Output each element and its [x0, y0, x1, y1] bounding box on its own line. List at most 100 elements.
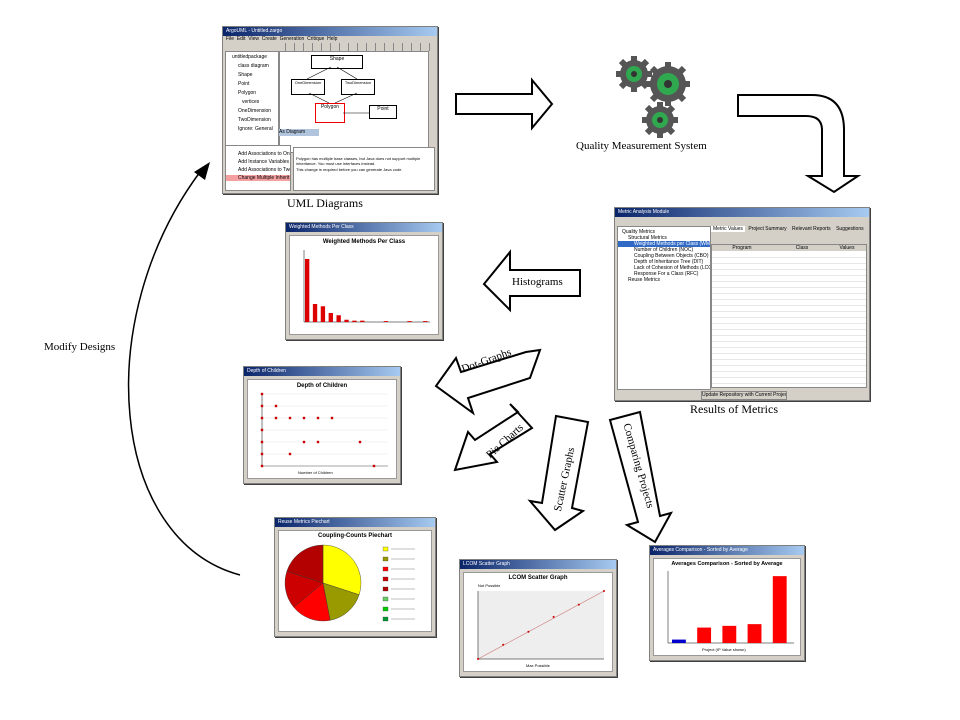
- uml-tree: untitledpackage class diagram Shape Poin…: [225, 51, 279, 161]
- tree-item[interactable]: TwoDimension: [238, 117, 271, 123]
- tree-item[interactable]: Shape: [238, 72, 253, 78]
- arrow-modify-head: [194, 162, 210, 180]
- scatter-window: LCOM Scatter Graph LCOM Scatter Graph No…: [459, 559, 617, 677]
- tree-item[interactable]: Depth of Inheritance Tree (DIT): [634, 259, 704, 265]
- metrics-window-title: Metric Analysis Module: [615, 208, 869, 217]
- tab-project-summary[interactable]: Project Summary: [748, 226, 787, 232]
- dot-point: [358, 440, 362, 444]
- dot-point: [302, 416, 306, 420]
- dot-plot-area: Depth of Children Number of Children: [247, 379, 397, 479]
- tree-item[interactable]: Coupling Between Objects (CBO): [634, 253, 709, 259]
- tree-item[interactable]: Number of Children (NOC): [634, 247, 694, 253]
- pie-chart: [284, 544, 415, 622]
- scatter-point: [527, 630, 530, 633]
- gears-icon: [616, 56, 690, 138]
- compare-bar: [697, 627, 712, 643]
- tab-suggestions[interactable]: Suggestions: [836, 226, 864, 232]
- caption-qms: Quality Measurement System: [576, 140, 707, 152]
- uml-class-twodimension[interactable]: TwoDimension: [341, 79, 375, 95]
- uml-class-onedimension[interactable]: OneDimension: [291, 79, 325, 95]
- menu-create[interactable]: Create: [261, 36, 277, 42]
- tree-item[interactable]: Response For a Class (RFC): [634, 271, 699, 277]
- table-header: Program Class Values: [712, 245, 866, 251]
- menu-generation[interactable]: Generation: [279, 36, 305, 42]
- histogram-bar: [423, 321, 428, 322]
- uml-class-point[interactable]: Point: [369, 105, 397, 119]
- menu-help[interactable]: Help: [327, 36, 338, 42]
- todo-item-selected[interactable]: Change Multiple Inherit: [226, 175, 290, 181]
- metrics-table: Program Class Values: [711, 244, 867, 388]
- arrow-pie-charts: [453, 403, 534, 472]
- tab-relevant-reports[interactable]: Relevant Reports: [792, 226, 831, 232]
- tree-item[interactable]: Structural Metrics: [628, 235, 667, 241]
- tree-item[interactable]: OneDimension: [238, 108, 272, 114]
- histogram-bar: [312, 304, 318, 322]
- menu-file[interactable]: File: [226, 36, 235, 42]
- histogram-plot-area: Weighted Methods Per Class: [289, 235, 439, 335]
- scatter-window-title: LCOM Scatter Graph: [460, 560, 616, 569]
- tree-item[interactable]: Reuse Metrics: [628, 277, 660, 283]
- metrics-tabs: Metric Values Project Summary Relevant R…: [711, 226, 867, 232]
- critic-message-2: This change is required before you can g…: [296, 167, 403, 172]
- dot-point: [260, 404, 264, 408]
- caption-uml: UML Diagrams: [287, 196, 363, 210]
- histogram-bar: [344, 319, 349, 322]
- tab-metric-values[interactable]: Metric Values: [711, 226, 745, 232]
- critic-message: Polygon has multiple base classes, but J…: [296, 156, 421, 166]
- legend-swatch: [382, 566, 389, 572]
- tree-item[interactable]: Point: [238, 81, 250, 87]
- dot-point: [260, 464, 264, 468]
- pie-slice: [286, 544, 324, 584]
- legend-swatch: [382, 556, 389, 562]
- dot-point: [274, 404, 278, 408]
- legend-swatch: [382, 576, 389, 582]
- tree-item[interactable]: Lack of Cohesion of Methods (LCOM): [634, 265, 710, 271]
- arrow-uml-to-qms: [455, 77, 554, 131]
- tree-item[interactable]: Quality Metrics: [622, 229, 656, 235]
- menu-critique[interactable]: Critique: [307, 36, 325, 42]
- tree-item[interactable]: class diagram: [238, 63, 269, 69]
- compare-bar: [747, 624, 762, 643]
- update-repository-button[interactable]: Update Repository with Current Project: [701, 391, 787, 400]
- scatter-plot-area: LCOM Scatter Graph Not Possible Max Poss…: [463, 572, 613, 672]
- pie-chart-title: Coupling-Counts Piechart: [318, 533, 392, 539]
- arrow-dot-graphs: [434, 348, 542, 416]
- todo-item[interactable]: Add Associations to Two: [238, 167, 290, 173]
- pie-slice: [322, 544, 362, 595]
- dot-chart: [260, 392, 388, 468]
- caption-histograms: Histograms: [512, 276, 563, 288]
- legend-swatch: [382, 546, 389, 552]
- uml-window: ArgoUML - Untitled.zargo File Edit View …: [222, 26, 438, 194]
- tree-item[interactable]: Ignore: General: [238, 126, 273, 132]
- tree-item[interactable]: Polygon: [238, 90, 257, 96]
- scatter-chart: [477, 590, 605, 660]
- uml-window-title: ArgoUML - Untitled.zargo: [223, 27, 437, 36]
- histogram-bar: [352, 320, 357, 322]
- dot-point: [288, 416, 292, 420]
- menu-edit[interactable]: Edit: [236, 36, 246, 42]
- histogram-bar: [328, 313, 333, 322]
- tree-item[interactable]: vertices: [242, 99, 260, 105]
- dot-point: [330, 416, 334, 420]
- histogram-chart: [303, 250, 430, 323]
- menu-view[interactable]: View: [248, 36, 259, 42]
- pie-window: Reuse Metrics Piechart Coupling-Counts P…: [274, 517, 436, 637]
- col-program[interactable]: Program: [732, 245, 752, 251]
- todo-item[interactable]: Add Associations to One: [238, 151, 290, 157]
- arrow-modify-designs: [128, 171, 241, 576]
- uml-toolbar: [279, 43, 433, 51]
- todo-item[interactable]: Add Instance Variables: [238, 159, 290, 165]
- compare-window-title: Averages Comparison - Sorted by Average: [650, 546, 804, 555]
- dot-point: [274, 416, 278, 420]
- uml-tab-as-diagram[interactable]: As Diagram: [279, 129, 319, 136]
- tree-item-selected[interactable]: Weighted Methods per Class (WMC): [618, 241, 710, 247]
- compare-bar: [772, 576, 787, 643]
- arrow-histograms: [482, 249, 581, 313]
- col-values[interactable]: Values: [839, 245, 855, 251]
- uml-class-shape[interactable]: Shape: [311, 55, 363, 69]
- tree-item[interactable]: untitledpackage: [232, 54, 268, 60]
- metrics-window: Metric Analysis Module Metric Values Pro…: [614, 207, 870, 401]
- col-class[interactable]: Class: [795, 245, 809, 251]
- legend-swatch: [382, 586, 389, 592]
